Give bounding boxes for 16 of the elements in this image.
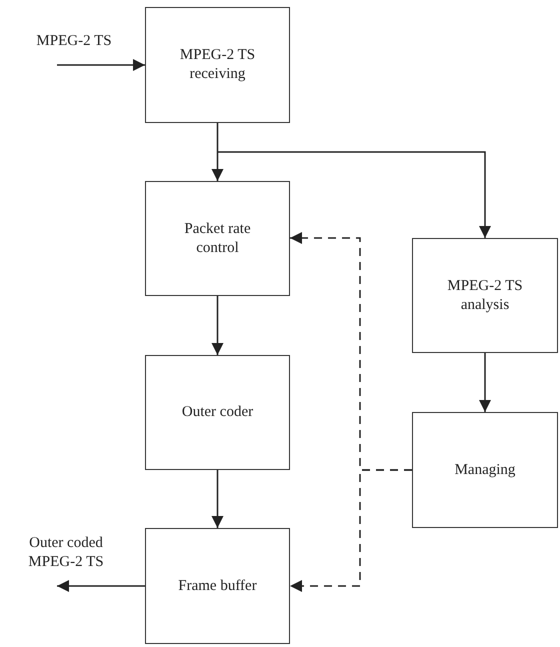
arrow <box>212 296 224 355</box>
process-box: MPEG-2 TS receiving <box>145 7 290 123</box>
process-box: Packet rate control <box>145 181 290 296</box>
arrow <box>479 353 491 412</box>
process-box: MPEG-2 TS analysis <box>412 238 558 353</box>
process-box: Frame buffer <box>145 528 290 644</box>
arrow <box>57 59 145 71</box>
arrow <box>57 580 145 592</box>
process-box: Outer coder <box>145 355 290 470</box>
process-box: Managing <box>412 412 558 528</box>
dashed-arrow <box>290 469 412 592</box>
signal-label: Outer coded MPEG-2 TS <box>10 534 122 582</box>
arrow <box>218 151 491 238</box>
arrow <box>212 123 224 181</box>
signal-label: MPEG-2 TS <box>18 32 130 62</box>
arrow <box>212 470 224 528</box>
